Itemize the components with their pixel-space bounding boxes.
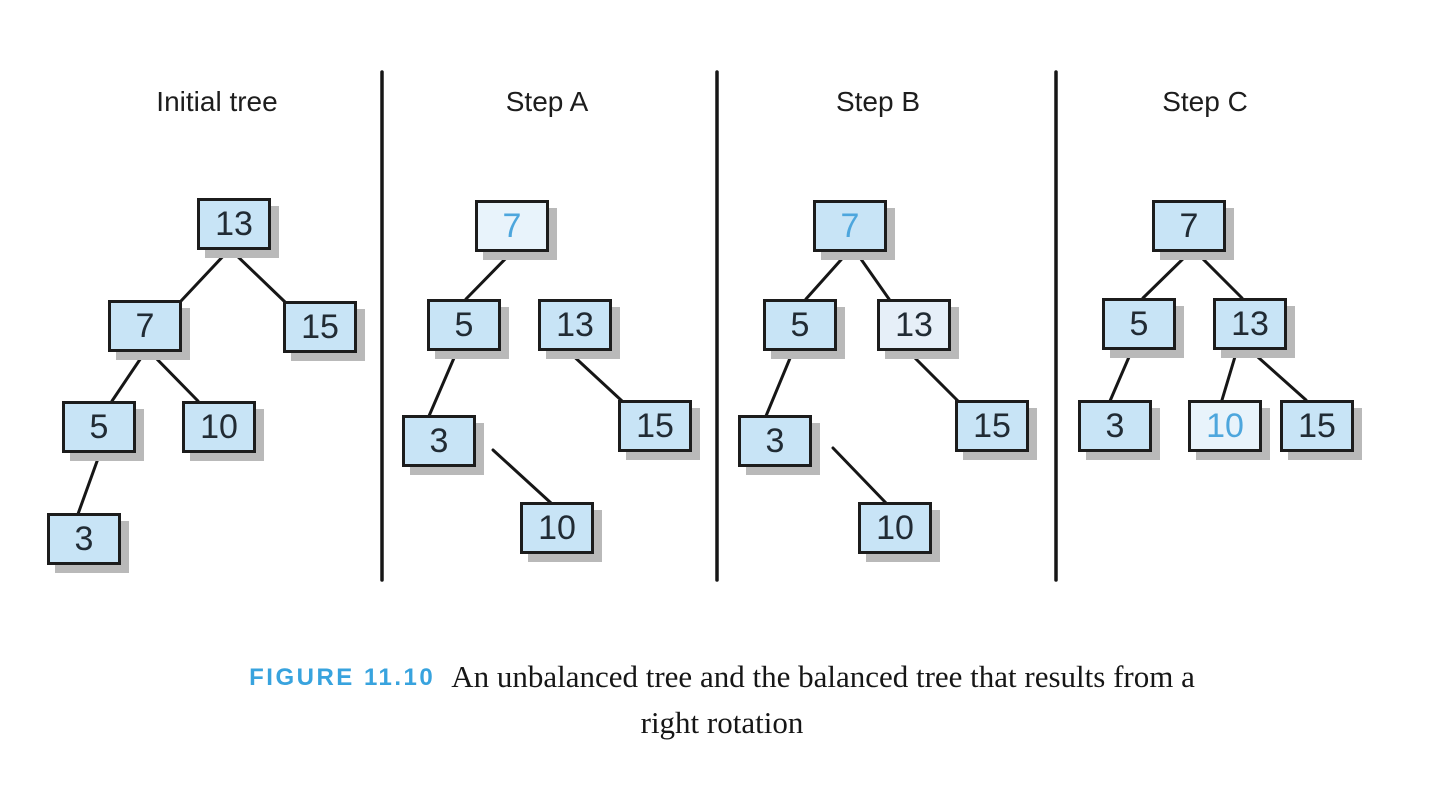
tree-node-step-c-10: 10 <box>1188 400 1262 452</box>
figure-caption: FIGURE 11.10 An unbalanced tree and the b… <box>0 656 1444 744</box>
figure-caption-line1: FIGURE 11.10 An unbalanced tree and the b… <box>0 656 1444 698</box>
tree-edge <box>427 349 459 418</box>
tree-edge <box>831 446 888 505</box>
tree-node-initial-tree-10: 10 <box>182 401 256 453</box>
tree-edge <box>110 350 147 403</box>
tree-node-step-c-5: 5 <box>1102 298 1176 350</box>
tree-edge <box>1194 250 1244 300</box>
tree-node-step-c-15: 15 <box>1280 400 1354 452</box>
tree-node-step-b-3: 3 <box>738 415 812 467</box>
tree-node-step-a-13: 13 <box>538 299 612 351</box>
tree-node-initial-tree-15: 15 <box>283 301 357 353</box>
tree-edge <box>179 250 229 303</box>
tree-node-initial-tree-7: 7 <box>108 300 182 352</box>
tree-node-step-a-10: 10 <box>520 502 594 554</box>
tree-node-step-a-7: 7 <box>475 200 549 252</box>
figure-caption-line2: right rotation <box>640 704 804 740</box>
tree-node-step-a-15: 15 <box>618 400 692 452</box>
panel-title-step-b: Step B <box>835 86 921 117</box>
tree-node-step-a-3: 3 <box>402 415 476 467</box>
tree-node-initial-tree-5: 5 <box>62 401 136 453</box>
tree-edge <box>566 349 624 403</box>
panel-title-step-c: Step C <box>1162 86 1248 117</box>
tree-node-step-c-7: 7 <box>1152 200 1226 252</box>
tree-edge <box>854 250 891 301</box>
tree-edge <box>804 250 850 301</box>
tree-edge <box>764 349 795 418</box>
figure-caption-text: An unbalanced tree and the balanced tree… <box>451 659 1195 694</box>
tree-node-initial-tree-3: 3 <box>47 513 121 565</box>
tree-node-step-c-13: 13 <box>1213 298 1287 350</box>
tree-node-step-b-10: 10 <box>858 502 932 554</box>
tree-node-step-b-7: 7 <box>813 200 887 252</box>
tree-node-step-b-15: 15 <box>955 400 1029 452</box>
tree-node-step-b-5: 5 <box>763 299 837 351</box>
tree-edge <box>148 350 200 403</box>
tree-node-step-c-3: 3 <box>1078 400 1152 452</box>
tree-edge <box>906 349 960 403</box>
tree-edge <box>464 250 514 301</box>
panel-title-step-a: Step A <box>505 86 589 117</box>
tree-node-step-b-13: 13 <box>877 299 951 351</box>
panel-title-initial-tree: Initial tree <box>156 86 278 117</box>
tree-edge <box>231 250 287 304</box>
tree-edge <box>1248 348 1308 402</box>
tree-edge <box>491 448 553 505</box>
tree-node-initial-tree-13: 13 <box>197 198 271 250</box>
tree-edge <box>1220 348 1239 402</box>
tree-edge <box>76 451 102 516</box>
tree-node-step-a-5: 5 <box>427 299 501 351</box>
figure-caption-label: FIGURE 11.10 <box>249 664 436 691</box>
tree-edge <box>1108 348 1134 403</box>
tree-edge <box>1141 250 1192 300</box>
